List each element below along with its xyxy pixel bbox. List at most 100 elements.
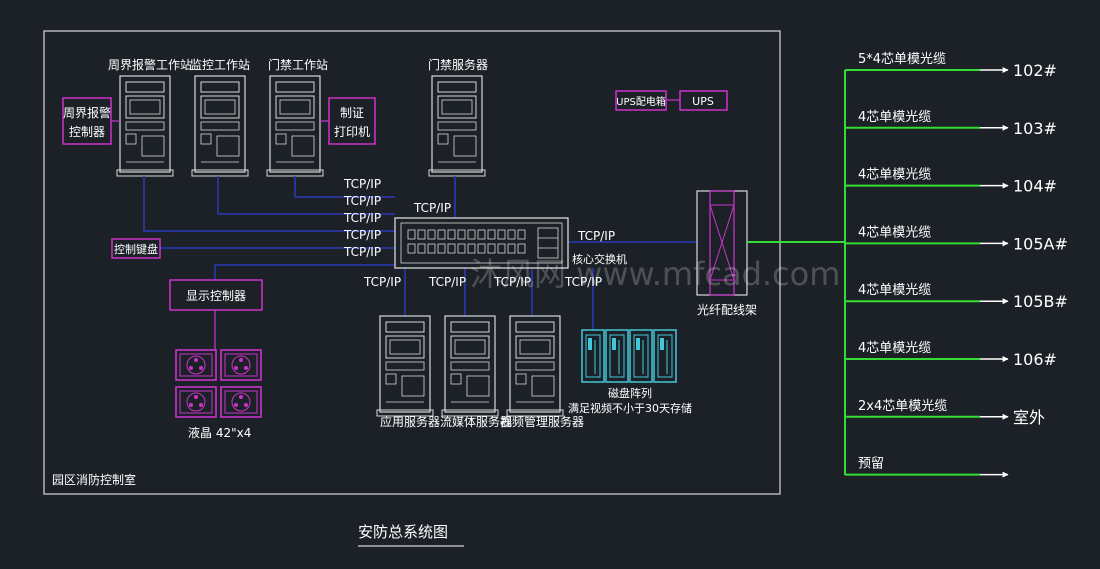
outlet-dest-2: 103#: [1013, 119, 1057, 138]
display-controller-label: 显示控制器: [186, 289, 246, 303]
outlet-cable-7: 2x4芯单模光缆: [858, 398, 947, 414]
switch-port: [437, 229, 446, 240]
stream-server-tower: [441, 315, 499, 417]
diagram-title: 安防总系统图: [358, 523, 448, 541]
switch-port: [507, 243, 516, 254]
switch-port: [427, 243, 436, 254]
display-controller-box: [169, 279, 263, 311]
ups-box: [679, 90, 728, 111]
monitor-workstation-label: 监控工作站: [190, 58, 250, 72]
perimeter-controller-label-2: 控制器: [69, 125, 105, 139]
outlet-cable-4: 4芯单模光缆: [858, 224, 931, 240]
core-switch-label: 核心交换机: [572, 252, 627, 266]
fiber-outlets: 5*4芯单模光缆 102# 4芯单模光缆 103# 4芯单模光缆 104# 4芯单模光缆 10…: [845, 51, 1068, 478]
app-server-tower: [376, 315, 434, 417]
disk-cabinet-1: [581, 329, 605, 383]
outlet-dest-7: 室外: [1013, 408, 1045, 427]
access-server-tower: [428, 75, 486, 177]
outlet-cable-8: 预留: [858, 457, 884, 472]
switch-port: [487, 229, 496, 240]
card-printer-label-1: 制证: [340, 106, 364, 120]
perimeter-workstation-label: 周界报警工作站: [108, 57, 192, 72]
lcd-screen-4: [220, 386, 262, 418]
disk-array-label: 磁盘阵列: [608, 386, 652, 400]
switch-port: [517, 229, 526, 240]
tcpip-label-7: TCP/IP: [577, 229, 615, 243]
switch-port: [407, 229, 416, 240]
monitor-workstation-tower: [191, 75, 249, 177]
ups-label: UPS: [692, 95, 714, 108]
outlet-dest-4: 105A#: [1013, 234, 1068, 253]
outlet-dest-1: 102#: [1013, 61, 1057, 80]
lcd-label: 液晶 42"x4: [188, 425, 251, 440]
switch-port: [427, 229, 436, 240]
switch-port: [447, 243, 456, 254]
switch-port: [517, 243, 526, 254]
outlet-cable-1: 5*4芯单模光缆: [858, 51, 946, 67]
access-workstation-tower: [266, 75, 324, 177]
switch-port: [497, 243, 506, 254]
tcpip-label-3: TCP/IP: [343, 211, 381, 225]
tcpip-label-5: TCP/IP: [343, 245, 381, 259]
link-access-ws: [294, 176, 395, 198]
control-room-boundary: [43, 30, 781, 495]
disk-array-note: 满足视频不小于30天存储: [568, 401, 692, 415]
outlet-dest-5: 105B#: [1013, 292, 1068, 311]
keyboard-box: [111, 238, 161, 259]
tcpip-label-8: TCP/IP: [363, 275, 401, 289]
switch-port: [417, 229, 426, 240]
switch-port: [437, 243, 446, 254]
watermark: 沐风网 www.mfcad.com: [470, 255, 840, 293]
video-server-tower: [506, 315, 564, 417]
switch-port: [477, 243, 486, 254]
stream-server-label: 流媒体服务器: [440, 414, 512, 429]
lcd-screen-1: [175, 349, 217, 381]
tcpip-label-2: TCP/IP: [343, 194, 381, 208]
tcpip-label-10: TCP/IP: [493, 275, 531, 289]
core-switch: [394, 217, 569, 269]
switch-port: [407, 243, 416, 254]
disk-cabinet-4: [653, 329, 677, 383]
fiber-distribution-frame: [696, 190, 748, 296]
tcpip-label-4: TCP/IP: [343, 228, 381, 242]
card-printer-label-2: 打印机: [334, 125, 370, 139]
tcpip-label-9: TCP/IP: [428, 275, 466, 289]
switch-port: [497, 229, 506, 240]
app-server-label: 应用服务器: [380, 414, 440, 429]
room-label: 园区消防控制室: [52, 472, 136, 487]
outlet-cable-6: 4芯单模光缆: [858, 340, 931, 356]
keyboard-label: 控制键盘: [114, 242, 158, 256]
switch-port: [477, 229, 486, 240]
switch-port: [417, 243, 426, 254]
link-perimeter-ws: [143, 176, 395, 232]
outlet-dest-6: 106#: [1013, 350, 1057, 369]
lcd-screen-2: [220, 349, 262, 381]
switch-port: [467, 243, 476, 254]
switch-port: [457, 243, 466, 254]
outlet-cable-2: 4芯单模光缆: [858, 109, 931, 125]
perimeter-workstation-tower: [116, 75, 174, 177]
network-lines: [143, 176, 697, 330]
outlet-cable-3: 4芯单模光缆: [858, 167, 931, 183]
switch-port: [487, 243, 496, 254]
switch-port: [467, 229, 476, 240]
switch-port: [507, 229, 516, 240]
tcpip-label-11: TCP/IP: [564, 275, 602, 289]
disk-cabinet-2: [605, 329, 629, 383]
ups-cabinet-label: UPS配电箱: [616, 95, 666, 108]
switch-port: [447, 229, 456, 240]
outlet-dest-3: 104#: [1013, 177, 1057, 196]
lcd-screen-3: [175, 386, 217, 418]
fiber-frame-label: 光纤配线架: [697, 303, 757, 317]
perimeter-controller-label-1: 周界报警: [63, 105, 111, 120]
access-workstation-label: 门禁工作站: [268, 57, 328, 72]
link-monitor-ws: [217, 176, 395, 215]
outlet-cable-5: 4芯单模光缆: [858, 282, 931, 298]
tcpip-label-1: TCP/IP: [343, 177, 381, 191]
switch-port: [457, 229, 466, 240]
tcpip-label-6: TCP/IP: [413, 201, 451, 215]
disk-cabinet-3: [629, 329, 653, 383]
video-server-label: 视频管理服务器: [500, 414, 584, 429]
access-server-label: 门禁服务器: [428, 57, 488, 72]
